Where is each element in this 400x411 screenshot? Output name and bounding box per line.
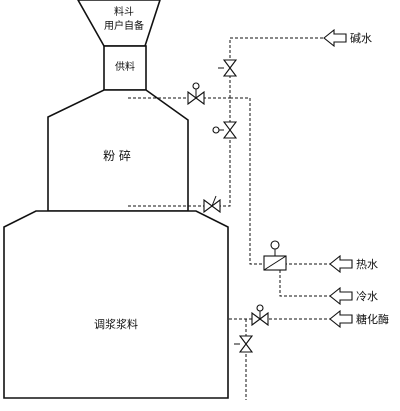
alkali-inlet: 碱水: [323, 28, 372, 48]
mixing-tank: [3, 210, 229, 399]
crusher-water-valve[interactable]: [212, 121, 238, 139]
cold-water-pipe: [279, 270, 332, 297]
valve-icon: [222, 121, 238, 139]
tank-label: 调浆浆料: [94, 317, 138, 331]
hot-water-label: 热水: [356, 258, 378, 271]
feeder-box: [103, 45, 147, 91]
catalyst-inlet: 糖化酶: [329, 309, 389, 329]
crusher-label: 粉 碎: [103, 148, 131, 163]
branch-pipe: [230, 97, 332, 265]
catalyst-valve[interactable]: [251, 304, 269, 327]
catalyst-label: 糖化酶: [356, 312, 389, 326]
hollow-left-arrow-icon: [323, 28, 347, 48]
feed-valve[interactable]: [187, 82, 205, 106]
alkali-pipe: [192, 37, 328, 207]
alkali-valve[interactable]: [218, 59, 238, 77]
hot-water-inlet: 热水: [329, 254, 378, 274]
hollow-left-arrow-icon: [329, 286, 353, 306]
hopper-label-line1: 料斗: [114, 5, 134, 18]
valve-icon: [238, 335, 254, 353]
alkali-label: 碱水: [350, 32, 372, 45]
feeder-label: 供料: [115, 60, 135, 73]
mixing-valve[interactable]: [263, 240, 287, 271]
hollow-left-arrow-icon: [329, 254, 353, 274]
cold-water-inlet: 冷水: [329, 286, 378, 306]
valve-icon: [222, 59, 238, 77]
hollow-left-arrow-icon: [329, 309, 353, 329]
drain-valve[interactable]: [234, 335, 254, 353]
hopper-label-line2: 用户自备: [104, 19, 144, 32]
cold-water-label: 冷水: [356, 290, 378, 303]
crusher-outlet-valve[interactable]: [203, 195, 221, 214]
